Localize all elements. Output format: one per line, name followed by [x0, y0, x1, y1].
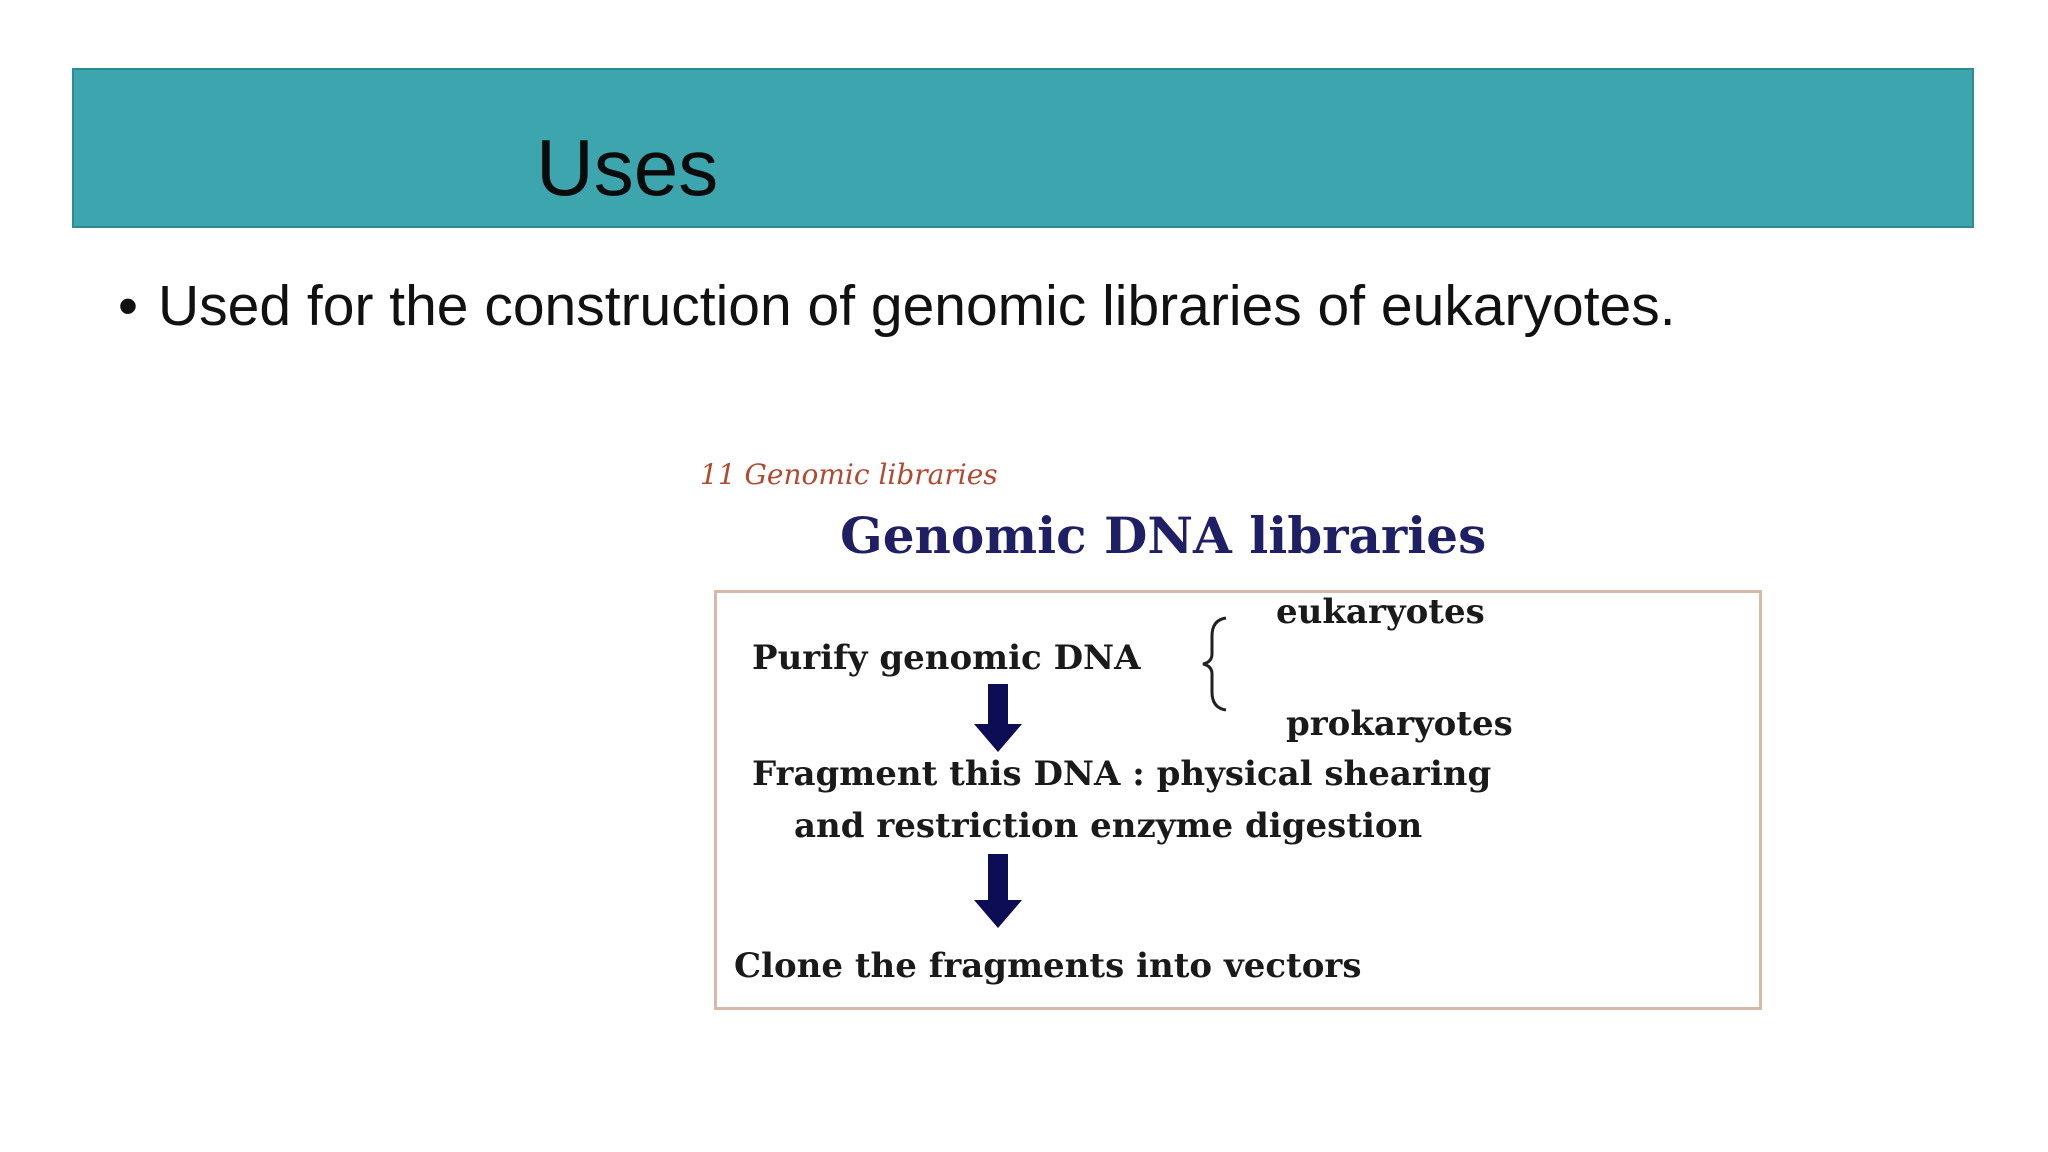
branch-eukaryotes: eukaryotes — [1276, 592, 1485, 632]
genomic-library-figure: 11 Genomic libraries Genomic DNA librari… — [690, 448, 1980, 1048]
step-clone-fragments: Clone the fragments into vectors — [734, 946, 1362, 986]
step-fragment-dna: Fragment this DNA : physical shearing — [752, 754, 1492, 794]
brace-icon — [1202, 616, 1227, 712]
slide-title: Uses — [536, 123, 719, 212]
down-arrow-icon — [974, 854, 1022, 928]
bullet-text: Used for the construction of genomic lib… — [158, 274, 1676, 338]
bullet-dot: • — [118, 274, 138, 338]
figure-caption: 11 Genomic libraries — [700, 458, 998, 491]
down-arrow-icon — [974, 684, 1022, 752]
step-purify-dna: Purify genomic DNA — [752, 638, 1141, 678]
flowchart-box — [714, 590, 1762, 1010]
step-fragment-dna-cont: and restriction enzyme digestion — [794, 806, 1423, 846]
bullet-item: • Used for the construction of genomic li… — [118, 272, 1676, 340]
branch-prokaryotes: prokaryotes — [1286, 704, 1513, 744]
figure-heading: Genomic DNA libraries — [840, 506, 1487, 565]
slide-title-bar: Uses — [72, 68, 1974, 228]
